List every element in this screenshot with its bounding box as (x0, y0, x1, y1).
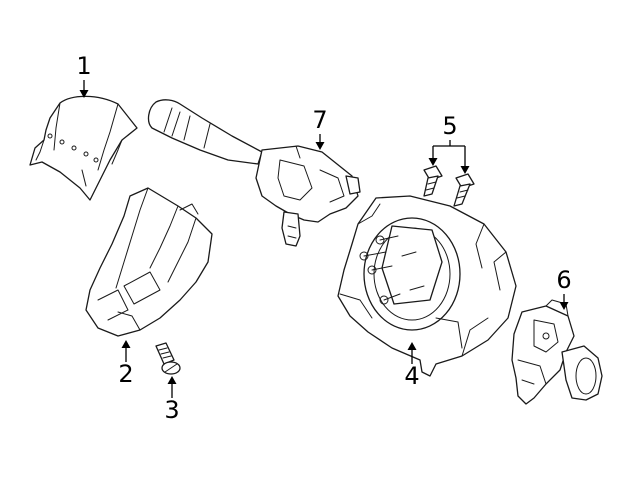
callout-label-7: 7 (312, 106, 327, 134)
bolt-right (453, 173, 475, 207)
callout-1: 1 (76, 52, 92, 98)
callout-label-6: 6 (556, 266, 571, 294)
callout-2: 2 (118, 340, 134, 388)
bolt-left (423, 165, 443, 197)
callout-5: 5 (428, 112, 470, 174)
callout-6: 6 (556, 266, 572, 310)
callout-3: 3 (164, 376, 180, 424)
callout-7: 7 (312, 106, 328, 150)
callout-label-2: 2 (118, 360, 133, 388)
part-7-lever-switch (147, 99, 361, 247)
callout-4: 4 (404, 342, 420, 390)
part-4-clock-spring (337, 195, 517, 377)
callout-label-4: 4 (404, 362, 419, 390)
part-6-switch (511, 299, 603, 405)
part-1-upper-shroud (29, 95, 138, 201)
part-2-lower-shroud (85, 187, 213, 337)
callout-label-3: 3 (164, 396, 179, 424)
callout-label-5: 5 (442, 112, 457, 140)
part-5-bolts (423, 165, 475, 207)
callout-label-1: 1 (76, 52, 91, 80)
part-3-screw (155, 342, 181, 375)
